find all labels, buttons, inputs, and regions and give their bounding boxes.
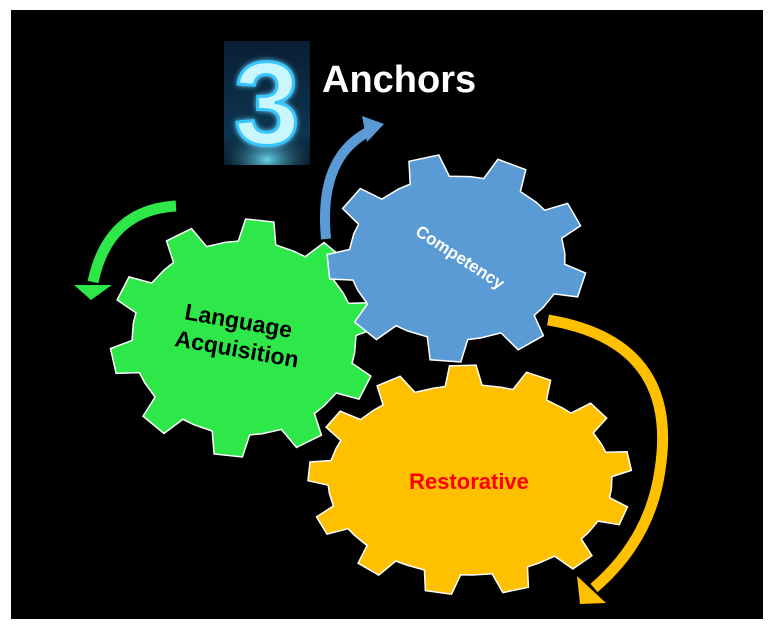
green-rotation-arrow [74, 200, 177, 300]
page-title: Anchors [322, 59, 477, 101]
blue-rotation-arrow [320, 116, 384, 240]
gear-restorative: Restorative [307, 364, 633, 596]
gear-competency-shape [326, 154, 587, 363]
orange-rotation-arrow [547, 314, 669, 604]
neon-three-logo: 3 [224, 41, 310, 165]
gear-restorative-shape [307, 364, 633, 596]
gear-restorative-label: Restorative [409, 469, 529, 494]
gear-competency: Competency [326, 154, 587, 363]
gear-language-shape [109, 218, 379, 458]
logo-digit: 3 [234, 41, 300, 165]
gear-language-acquisition: Language Acquisition [109, 218, 379, 458]
